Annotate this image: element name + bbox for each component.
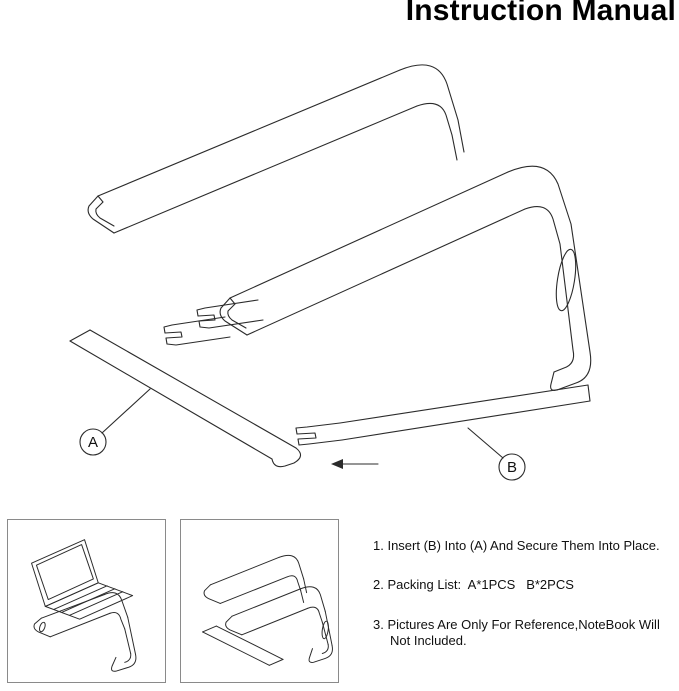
bar-b-lower-edge	[341, 400, 591, 441]
part-a-label-text: A	[88, 434, 98, 451]
left-rail-lip-tip	[97, 195, 104, 203]
mini-left-leg	[300, 578, 308, 603]
stand-body-drawing	[219, 165, 592, 391]
right-back-bend-outer	[507, 165, 572, 225]
mini-base-upper	[215, 625, 284, 660]
mini-foot-outer	[308, 645, 333, 663]
plate-a-end-cap	[69, 329, 91, 342]
base-plate-a-drawing	[69, 329, 302, 468]
lip-slot	[39, 621, 46, 633]
mini-right-bend-outer	[300, 586, 326, 612]
laptop-screen-outer	[31, 539, 99, 607]
right-rail-lip-inner	[227, 303, 247, 329]
mini-left-lip	[203, 584, 221, 604]
stand-leg-inner	[124, 628, 132, 654]
part-a-label-circle	[79, 428, 107, 456]
mini-left-bottom	[219, 576, 288, 604]
stand-foot-inner	[124, 653, 132, 663]
instructions-list: 1. Insert (B) Into (A) And Secure Them I…	[373, 538, 679, 672]
left-rail-lip-outer	[87, 195, 115, 234]
stand-leg-outer	[127, 616, 137, 655]
part-a-leader-line	[101, 388, 151, 434]
right-foot-inner	[553, 349, 575, 373]
insert-tab-drawings	[163, 299, 264, 346]
insert-tab-2	[196, 299, 264, 329]
plate-a-upper-edge	[89, 329, 297, 449]
arrow-head	[331, 459, 343, 469]
thumbnail-laptop-on-stand	[7, 519, 166, 683]
keyboard-row-3	[69, 591, 124, 616]
side-panel-slot	[555, 248, 577, 312]
stand-alone-drawing	[202, 554, 333, 666]
stand-bend-outer	[103, 592, 129, 618]
insert-tab-1	[163, 316, 231, 346]
stand-platform-bottom	[49, 612, 111, 638]
right-rail-bottom-edge	[246, 208, 526, 336]
stand-foot-outer	[111, 653, 137, 672]
left-leg-inner	[451, 134, 458, 161]
mini-left-bend-inner	[286, 575, 302, 592]
instruction-step-1: 1. Insert (B) Into (A) And Secure Them I…	[373, 538, 660, 553]
right-rail-lip-outer	[219, 297, 248, 336]
plate-a-round-end	[271, 447, 302, 468]
thumbnail-stand-alone	[180, 519, 339, 683]
instruction-step-2: 2. Packing List: A*1PCS B*2PCS	[373, 577, 574, 593]
bar-b-upper-edge	[339, 384, 589, 424]
part-b-label: B	[467, 427, 526, 481]
mini-right-bend-inner	[307, 606, 323, 623]
plate-a-lower-edge	[69, 340, 273, 460]
part-b-leader-line	[467, 427, 504, 459]
mini-panel-slot	[321, 620, 329, 640]
left-rail-back-bend-outer	[399, 64, 459, 121]
bar-b-fork	[295, 422, 343, 446]
stand-platform-top	[40, 594, 105, 619]
part-a-label: A	[79, 388, 151, 456]
mini-left-top	[209, 556, 280, 586]
left-rail-lip-inner	[95, 201, 115, 227]
laptop-deck	[44, 582, 134, 620]
laptop-screen-inner	[35, 544, 94, 601]
stand-lip	[33, 617, 51, 638]
right-back-bend-inner	[524, 206, 561, 245]
left-rail-top-edge	[97, 69, 401, 197]
right-panel-outer-edge	[570, 223, 591, 353]
left-leg-outer	[457, 119, 465, 153]
keyboard-row-1	[53, 585, 108, 610]
left-rail-bottom-edge	[113, 105, 418, 234]
left-rail-back-bend-inner	[416, 102, 453, 136]
right-rail-top-edge	[229, 171, 509, 299]
part-b-label-circle	[498, 453, 526, 481]
insert-bar-b-drawing	[295, 384, 591, 446]
stand-left-rail-drawing	[87, 64, 465, 234]
mini-left-bend-outer	[278, 554, 305, 580]
mini-foot-inner	[321, 644, 329, 654]
instruction-step-3: 3. Pictures Are Only For Reference,NoteB…	[373, 616, 664, 648]
mini-right-bottom	[241, 607, 309, 636]
mini-base-lower	[202, 631, 270, 666]
mini-right-lip	[225, 615, 243, 636]
insert-direction-arrow	[331, 459, 379, 469]
stand-bend-inner	[109, 612, 126, 630]
mini-base-caps	[202, 625, 284, 666]
page-title: Instruction Manual	[405, 0, 676, 27]
exploded-assembly-diagram: A B	[69, 64, 592, 481]
part-b-label-text: B	[507, 459, 517, 476]
right-rail-lip-tip	[229, 297, 236, 305]
laptop-on-stand-drawing	[31, 539, 137, 672]
bar-b-end-cap	[587, 384, 591, 402]
mini-right-top	[231, 588, 302, 617]
